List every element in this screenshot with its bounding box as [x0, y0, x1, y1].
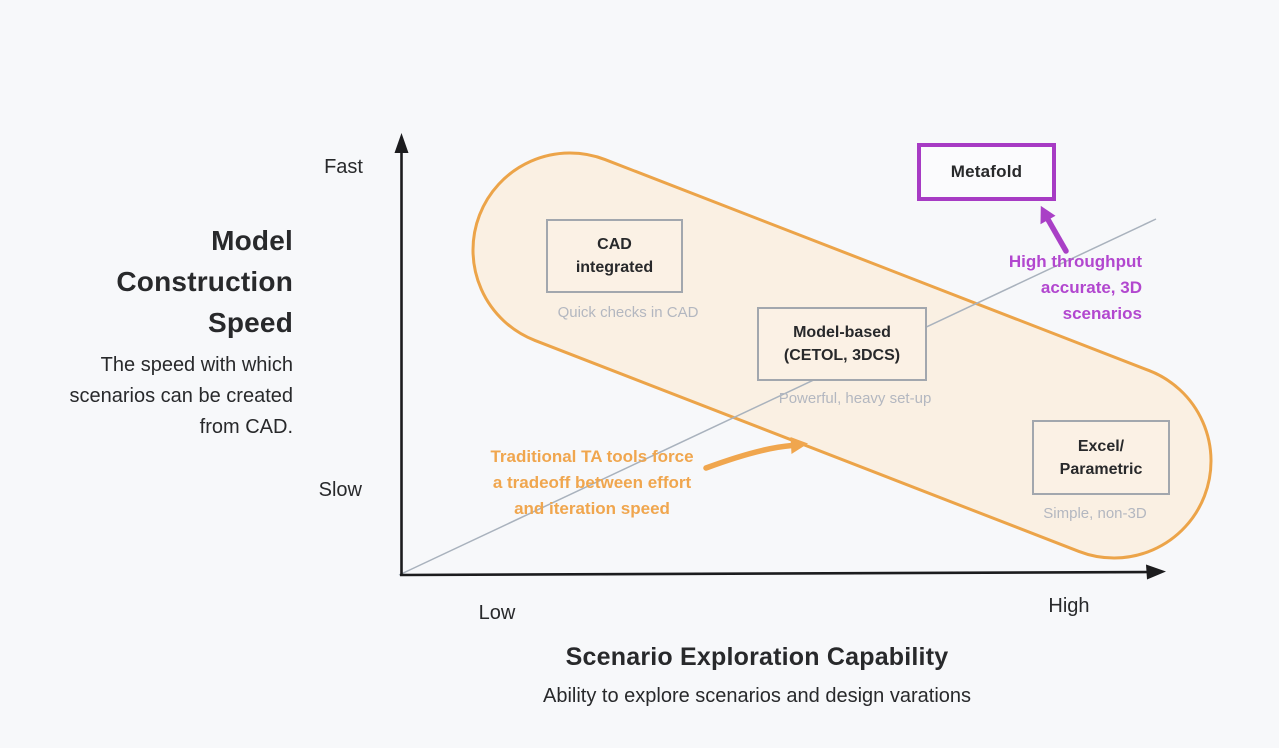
- tool-box-model-based: Model-based (CETOL, 3DCS): [757, 307, 927, 381]
- tool-label-line: Excel/: [1077, 437, 1125, 455]
- y-axis-title: Model Construction Speed: [116, 225, 293, 338]
- x-axis-description: Ability to explore scenarios and design …: [542, 685, 972, 707]
- metafold-annotation-line: scenarios: [1062, 304, 1142, 323]
- tool-caption-cad: Quick checks in CAD: [557, 304, 699, 321]
- metafold-annotation: High throughput accurate, 3D scenarios: [1009, 249, 1142, 327]
- y-axis-arrowhead-icon: [394, 133, 409, 153]
- x-axis-arrowhead-icon: [1146, 564, 1166, 580]
- y-axis-description: The speed with which scenarios can be cr…: [69, 354, 293, 438]
- tradeoff-annotation-line: and iteration speed: [514, 499, 670, 518]
- x-axis-line: [399, 570, 1151, 577]
- metafold-arrow-shaft: [1045, 216, 1069, 254]
- tool-caption-excel: Simple, non-3D: [1043, 505, 1147, 522]
- x-axis-min-label: Low: [478, 602, 516, 624]
- tradeoff-arrowhead-icon: [790, 437, 808, 454]
- metafold-box: Metafold: [917, 143, 1056, 201]
- y-axis-min-label: Slow: [318, 479, 362, 501]
- tool-box-cad-integrated: CAD integrated: [546, 219, 683, 293]
- metafold-annotation-line: High throughput: [1008, 252, 1142, 271]
- tool-box-excel-parametric: Excel/ Parametric: [1032, 420, 1170, 495]
- tool-label-line: CAD: [597, 236, 632, 253]
- x-axis-title-block: Scenario Exploration Capability Ability …: [407, 643, 1107, 708]
- tool-label-line: Model-based: [793, 324, 891, 341]
- metafold-label: Metafold: [950, 162, 1023, 181]
- tool-label-line: Parametric: [1059, 460, 1143, 478]
- tool-label-line: integrated: [575, 259, 654, 276]
- tradeoff-annotation-line: a tradeoff between effort: [492, 473, 692, 492]
- x-axis-max-label: High: [1048, 595, 1090, 617]
- tradeoff-arrow-shaft: [703, 442, 795, 471]
- y-axis-max-label: Fast: [324, 156, 363, 178]
- tool-caption-model-based: Powerful, heavy set-up: [778, 390, 932, 407]
- tradeoff-annotation: Traditional TA tools force a tradeoff be…: [472, 444, 712, 522]
- tradeoff-annotation-line: Traditional TA tools force: [490, 447, 694, 466]
- tool-label-line: (CETOL, 3DCS): [783, 347, 901, 364]
- metafold-annotation-line: accurate, 3D: [1040, 278, 1142, 297]
- metafold-arrowhead-icon: [1040, 205, 1056, 225]
- x-axis-title: Scenario Exploration Capability: [565, 643, 949, 671]
- diagonal-reference-line: [398, 218, 1157, 576]
